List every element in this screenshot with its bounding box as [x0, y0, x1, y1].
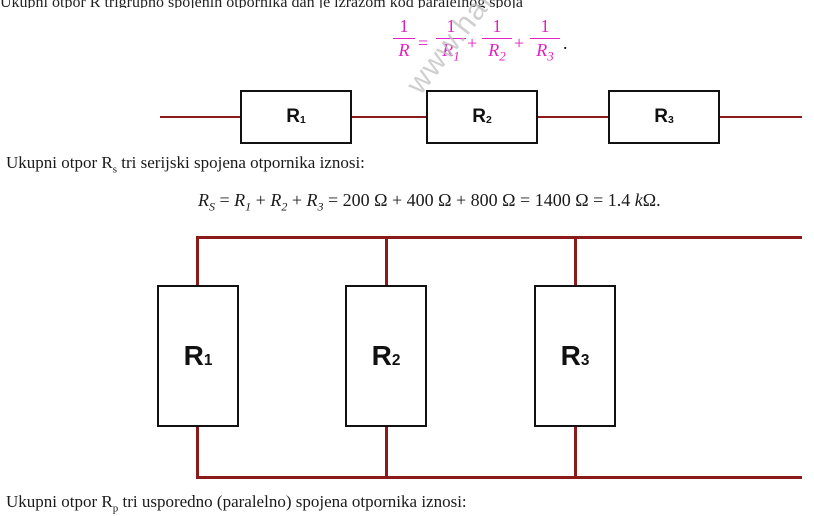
formula-term-3: 1 R3 [530, 16, 560, 65]
fraction-bar [530, 38, 560, 39]
fraction-bar [393, 38, 415, 39]
term-1-denominator: R1 [442, 40, 460, 64]
parallel-sentence: Ukupni otpor Rp tri usporedno (paralelno… [6, 492, 467, 515]
term-2-denominator: R2 [488, 40, 506, 64]
formula-lhs: 1 R [393, 16, 415, 61]
term-3-numerator: 1 [540, 16, 550, 36]
branch-3-bottom-lead [574, 426, 577, 478]
branch-2-top-lead [385, 236, 388, 286]
branch-1-bottom-lead [196, 426, 199, 478]
series-equation: RS = R1 + R2 + R3 = 200 Ω + 400 Ω + 800 … [198, 190, 661, 214]
fraction-bar [436, 38, 466, 39]
branch-1-top-lead [196, 236, 199, 286]
formula-equals: = [418, 33, 429, 53]
series-sentence: Ukupni otpor Rs tri serijski spojena otp… [6, 153, 365, 176]
formula-plus-1: + [467, 33, 478, 53]
formula-period: . [563, 33, 568, 53]
fraction-bar [482, 38, 512, 39]
term-1-numerator: 1 [446, 16, 456, 36]
formula-plus-2: + [514, 33, 525, 53]
cut-off-text-line: Ukupni otpor R trigrupno spojenih otporn… [0, 0, 814, 8]
formula-term-2: 1 R2 [482, 16, 512, 65]
cut-off-text: Ukupni otpor R trigrupno spojenih otporn… [0, 0, 523, 8]
formula-term-1: 1 R1 [436, 16, 466, 65]
parallel-top-rail [196, 236, 802, 239]
term-2-numerator: 1 [492, 16, 502, 36]
parallel-bottom-rail [196, 476, 802, 479]
formula-lhs-numerator: 1 [399, 16, 409, 36]
branch-3-top-lead [574, 236, 577, 286]
branch-2-bottom-lead [385, 426, 388, 478]
formula-lhs-denominator: R [398, 40, 410, 60]
term-3-denominator: R3 [536, 40, 554, 64]
